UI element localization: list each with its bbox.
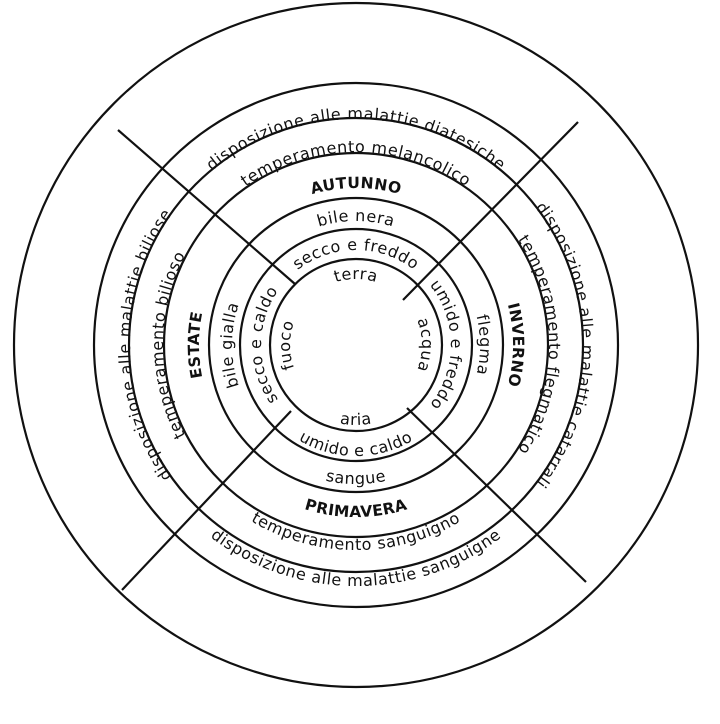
top-season-label: AUTUNNO xyxy=(309,174,403,198)
svg-text:PRIMAVERA: PRIMAVERA xyxy=(303,496,409,521)
svg-text:aria: aria xyxy=(339,409,373,429)
svg-text:acqua: acqua xyxy=(413,315,437,375)
svg-text:flegma: flegma xyxy=(473,313,496,378)
ring-season xyxy=(162,151,550,539)
bottom-disposition-label: disposizione alle malattie sanguigne xyxy=(208,525,504,590)
ring-center xyxy=(268,257,444,433)
svg-text:INVERNO: INVERNO xyxy=(504,301,527,389)
right-humour-label: flegma xyxy=(473,313,495,378)
ring-quality xyxy=(238,227,474,463)
right-disposition-label: disposizione alle malattie catarrali xyxy=(532,198,597,492)
ring-humour xyxy=(207,196,505,494)
svg-text:bile gialla: bile gialla xyxy=(217,300,243,391)
divider-nw xyxy=(117,129,296,285)
left-element-label: fuoco xyxy=(275,318,297,373)
svg-text:fuoco: fuoco xyxy=(275,318,298,373)
svg-text:disposizione alle malattie san: disposizione alle malattie sanguigne xyxy=(208,525,505,590)
bottom-season-label: PRIMAVERA xyxy=(303,496,409,521)
svg-text:AUTUNNO: AUTUNNO xyxy=(309,174,404,198)
ring-disposition xyxy=(92,81,620,609)
left-humour-label: bile gialla xyxy=(217,300,242,391)
svg-text:temperamento bilioso: temperamento bilioso xyxy=(148,248,189,442)
right-season-label: INVERNO xyxy=(504,301,527,389)
bottom-humour-label: sangue xyxy=(324,466,386,488)
bottom-element-label: aria xyxy=(339,409,372,429)
svg-text:terra: terra xyxy=(332,264,381,286)
divider-se xyxy=(406,407,587,583)
svg-text:ESTATE: ESTATE xyxy=(185,310,206,380)
svg-text:bile nera: bile nera xyxy=(315,206,397,231)
divider-sw xyxy=(121,410,292,591)
divider-ne xyxy=(402,121,579,301)
top-element-label: terra xyxy=(332,264,380,286)
svg-text:disposizione alle malattie cat: disposizione alle malattie catarrali xyxy=(532,198,597,492)
left-season-label: ESTATE xyxy=(185,310,206,380)
svg-text:sangue: sangue xyxy=(324,466,387,488)
right-element-label: acqua xyxy=(413,315,436,375)
ring-temperament xyxy=(127,116,585,574)
left-temperament-label: temperamento bilioso xyxy=(148,248,189,442)
ring-outer xyxy=(12,1,700,689)
top-humour-label: bile nera xyxy=(315,206,397,231)
